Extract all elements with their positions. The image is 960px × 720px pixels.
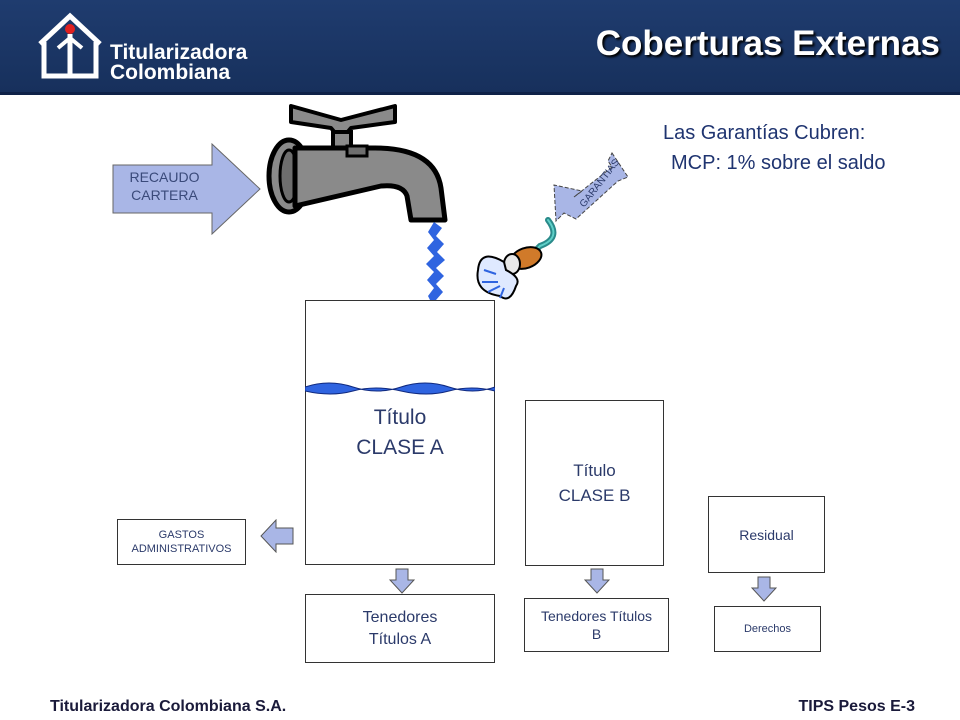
water-level (305, 382, 495, 395)
coverage-note-line-1: Las Garantías Cubren: (663, 122, 866, 144)
holders-a-box: Tenedores Títulos A (305, 594, 495, 663)
holders-b-line-1: Tenedores Títulos (540, 608, 653, 624)
residual-box: Residual (708, 496, 825, 573)
class-b-line-2: CLASE B (558, 486, 631, 505)
admin-line-2: ADMINISTRATIVOS (131, 543, 232, 555)
class-a-box: Título CLASE A (305, 300, 495, 565)
coverage-note-line-2: MCP: 1% sobre el saldo (671, 152, 886, 174)
admin-expenses-box: GASTOS ADMINISTRATIVOS (117, 519, 246, 565)
water-stream (426, 222, 445, 304)
admin-line-1: GASTOS (158, 529, 205, 541)
rights-label: Derechos (743, 623, 792, 635)
holders-b-box: Tenedores Títulos B (524, 598, 669, 652)
holders-b-line-2: B (591, 626, 602, 642)
logo-line-2: Colombiana (110, 61, 231, 84)
inflow-label-line-1: RECAUDO (129, 169, 200, 185)
left-arrow-icon (260, 519, 294, 553)
inflow-arrow (112, 143, 261, 235)
holders-a-line-2: Títulos A (368, 630, 432, 648)
inflow-label: RECAUDO CARTERA (112, 168, 217, 204)
down-arrow-icon-a (389, 568, 415, 594)
logo-line-1: Titularizadora (110, 41, 248, 64)
house-logo-icon (38, 12, 102, 79)
class-a-line-2: CLASE A (356, 436, 444, 459)
down-arrow-icon-b (584, 568, 610, 594)
slide-title: Coberturas Externas (595, 24, 940, 63)
class-b-box: Título CLASE B (525, 400, 664, 566)
footer-slide-id: TIPS Pesos E-3 (798, 698, 916, 715)
class-a-line-1: Título (373, 406, 427, 429)
header-divider (0, 92, 960, 95)
footer-company: Titularizadora Colombiana S.A. (50, 698, 287, 715)
faucet-icon (266, 104, 448, 223)
holders-a-line-1: Tenedores (362, 608, 438, 626)
inflow-label-line-2: CARTERA (131, 187, 198, 203)
shower-splash-icon (476, 217, 557, 300)
guarantees-arrow (553, 152, 629, 223)
down-arrow-icon-residual (751, 576, 777, 602)
residual-label: Residual (739, 526, 794, 543)
header-bar (0, 0, 960, 92)
rights-box: Derechos (714, 606, 821, 652)
class-b-line-1: Título (573, 461, 616, 480)
